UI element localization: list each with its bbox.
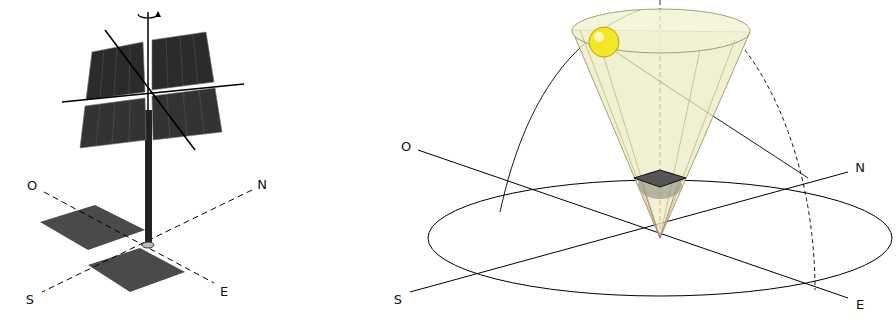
compass-label: E <box>218 284 230 299</box>
compass-anchor: S <box>392 289 404 308</box>
shadow <box>88 248 185 292</box>
compass-label: O <box>399 139 413 154</box>
compass-anchor: E <box>854 294 866 313</box>
compass-label: S <box>392 292 404 307</box>
compass-anchor: O <box>399 136 413 155</box>
cone-lines <box>580 30 735 238</box>
compass-label: O <box>25 178 39 193</box>
compass-label: S <box>24 292 36 307</box>
rotation-axis <box>147 12 149 110</box>
compass-anchor: N <box>853 157 867 176</box>
axis-sn <box>410 172 848 292</box>
rotation-arrow <box>138 14 158 18</box>
compass-label: N <box>853 160 867 175</box>
pole-base <box>142 242 154 248</box>
shadow <box>40 205 145 250</box>
compass-anchor: O <box>25 175 39 194</box>
cone <box>572 30 750 238</box>
solar-panel <box>80 98 146 148</box>
compass-anchor: S <box>24 289 36 308</box>
sun <box>589 27 619 57</box>
tracker-cone <box>410 0 892 298</box>
panel <box>634 170 686 187</box>
axis-oe <box>44 192 214 283</box>
tracker-left <box>40 12 252 292</box>
sun-highlight <box>594 32 604 42</box>
solar-panel <box>152 88 222 140</box>
tilt-axis <box>105 30 195 150</box>
compass-anchor: N <box>255 174 269 193</box>
compass-label: E <box>854 297 866 312</box>
sun-path <box>745 50 815 290</box>
compass-label: N <box>255 177 269 192</box>
compass-anchor: E <box>218 281 230 300</box>
solar-panel <box>152 32 214 90</box>
